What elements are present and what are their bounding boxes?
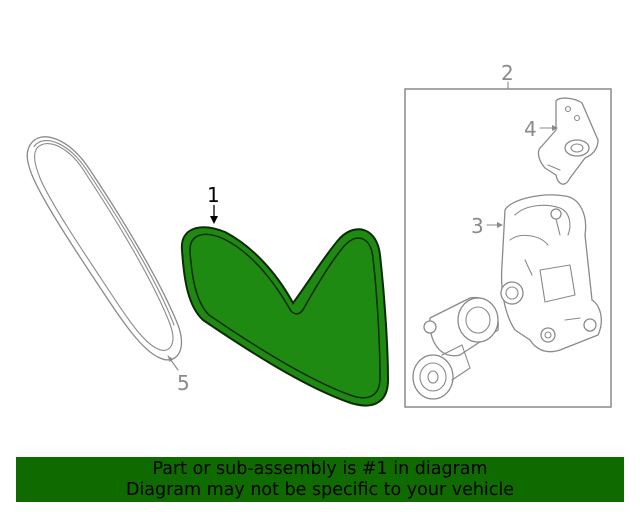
bracket-part-4[interactable] [537, 97, 599, 185]
belt-highlight [180, 226, 390, 407]
callout-3-leader [486, 222, 503, 228]
belt-part-1[interactable] [180, 226, 390, 407]
callout-4: 4 [524, 117, 537, 141]
callout-2: 2 [501, 61, 514, 85]
callout-3: 3 [471, 214, 484, 238]
notice-banner: Part or sub-assembly is #1 in diagram Di… [16, 457, 624, 502]
notice-line-1: Part or sub-assembly is #1 in diagram [152, 458, 488, 479]
tensioner-part-3[interactable] [500, 194, 602, 353]
callout-5: 5 [177, 371, 190, 395]
callout-1: 1 [207, 183, 220, 207]
callout-4-leader [539, 125, 558, 131]
callout-1-leader [210, 205, 218, 224]
belt-inner-edge [189, 233, 381, 399]
notice-line-2: Diagram may not be specific to your vehi… [125, 479, 515, 500]
belt-part-5[interactable] [26, 136, 183, 361]
alternator-pulley [412, 297, 499, 400]
callout-5-leader [167, 355, 179, 371]
